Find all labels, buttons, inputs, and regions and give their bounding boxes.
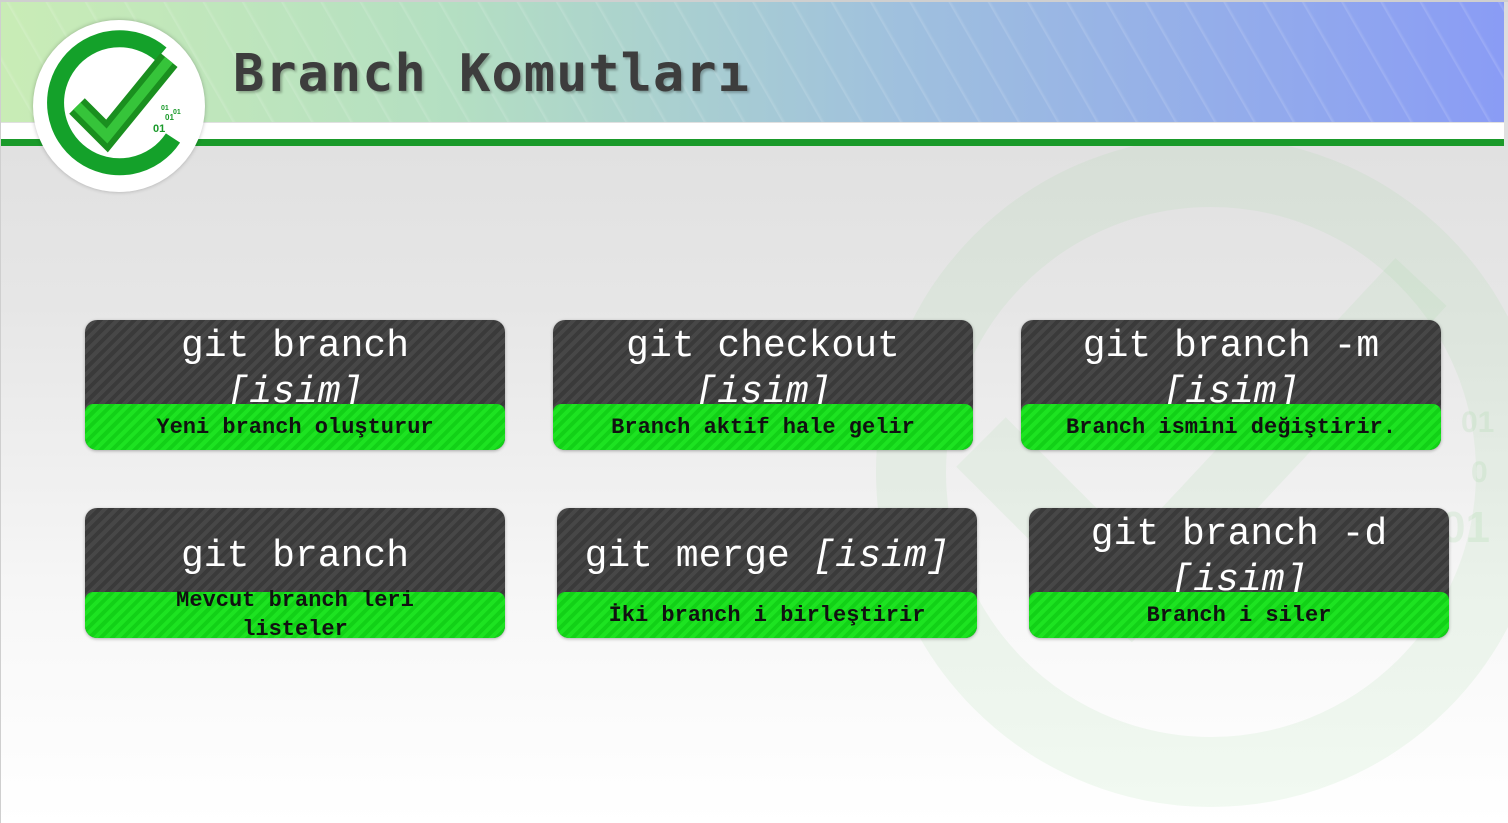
card-command-text: git branch [180,325,410,368]
card-description: Branch aktif hale gelir [553,404,973,450]
card-description: Mevcut branch leri listeler [85,588,505,638]
card-command-text: git branch [180,535,410,578]
header-swoosh-pattern [1,2,1504,122]
watermark-digits-1: 01 [1461,406,1494,439]
header-divider-green [1,139,1504,146]
card-description: Yeni branch oluşturur [85,404,505,450]
logo-digit-1: 01 [161,105,169,112]
header-band [1,2,1504,122]
card-command: git branch [isim] [85,324,505,416]
watermark-check-icon: 01 0 01 [876,142,1508,807]
logo-digit-2: 01 [173,109,181,116]
check-logo-icon: 01 01 01 01 [47,30,181,176]
card-command: git merge [isim] [557,534,977,580]
card-command: git branch [85,534,505,580]
card-command-text: git merge [584,535,790,578]
command-card-git-checkout[interactable]: git checkout [isim] Branch aktif hale ge… [553,320,973,450]
command-card-git-branch-delete[interactable]: git branch -d [isim] Branch i siler [1029,508,1449,638]
logo: 01 01 01 01 [33,20,205,192]
card-command: git branch -d [isim] [1029,512,1449,604]
logo-digit-4: 01 [153,123,165,135]
logo-digit-3: 01 [165,113,174,122]
watermark-digits-2: 0 [1471,456,1488,489]
card-command-text: git checkout [626,325,900,368]
card-description: Branch ismini değiştirir. [1021,404,1441,450]
card-command: git branch -m [isim] [1021,324,1441,416]
card-description: Branch i siler [1029,592,1449,638]
card-command-text: git branch -m [1082,325,1380,368]
card-command-text: git branch -d [1090,513,1388,556]
page-title: Branch Komutları [233,44,750,104]
header-divider-white [1,123,1504,139]
command-card-git-branch-rename[interactable]: git branch -m [isim] Branch ismini değiş… [1021,320,1441,450]
card-command: git checkout [isim] [553,324,973,416]
card-command-argument: [isim] [812,535,950,578]
command-card-git-merge[interactable]: git merge [isim] İki branch i birleştiri… [557,508,977,638]
card-description: İki branch i birleştirir [557,592,977,638]
command-card-git-branch-create[interactable]: git branch [isim] Yeni branch oluşturur [85,320,505,450]
command-card-git-branch-list[interactable]: git branch Mevcut branch leri listeler [85,508,505,638]
